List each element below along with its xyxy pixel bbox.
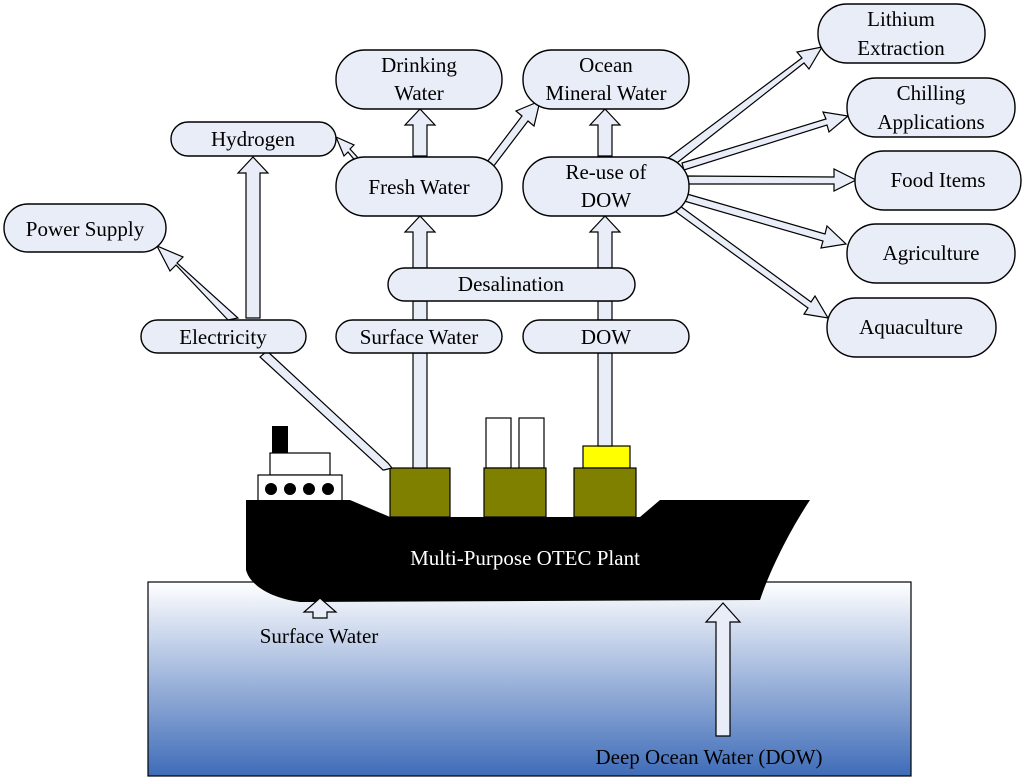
node-drinking-water: Drinking Water [335, 49, 503, 110]
reuse-to-aquaculture-arrow [675, 205, 830, 319]
ocean-mineral-label-2: Mineral Water [546, 81, 667, 105]
node-electricity: Electricity [140, 319, 307, 354]
drinking-water-label-1: Drinking [381, 53, 457, 77]
node-reuse-dow: Re-use of DOW [522, 156, 690, 217]
fresh-water-label: Fresh Water [368, 175, 469, 199]
hydrogen-label: Hydrogen [211, 127, 295, 151]
surface-water-label: Surface Water [360, 325, 479, 349]
chilling-label-2: Applications [877, 110, 984, 134]
surface-intake-arrow [302, 597, 338, 619]
electricity-to-hydrogen-arrow [236, 156, 270, 319]
desalination-label: Desalination [458, 272, 565, 296]
node-dow: DOW [522, 319, 690, 354]
dow-label: DOW [581, 325, 631, 349]
stack [485, 417, 512, 469]
porthole [284, 483, 296, 495]
ship-funnel [272, 426, 288, 453]
node-agriculture: Agriculture [846, 223, 1016, 284]
stack [518, 417, 545, 469]
aquaculture-label: Aquaculture [859, 315, 963, 339]
tank-right [573, 467, 637, 518]
agriculture-label: Agriculture [883, 241, 980, 265]
ship-bridge [269, 452, 331, 476]
node-desalination: Desalination [387, 267, 636, 302]
reuse-dow-label-2: DOW [581, 188, 631, 212]
dow-intake-label: Deep Ocean Water (DOW) [595, 745, 822, 769]
node-aquaculture: Aquaculture [826, 297, 997, 358]
food-items-label: Food Items [890, 168, 985, 192]
reuse-dow-label-1: Re-use of [565, 160, 646, 184]
electricity-to-power-arrow [155, 244, 240, 321]
tank-left [389, 467, 451, 518]
electricity-line-arrow [259, 350, 394, 471]
ocean [147, 581, 912, 777]
dow-intake-arrow [704, 602, 742, 737]
node-hydrogen: Hydrogen [170, 121, 337, 157]
node-food-items: Food Items [854, 150, 1022, 211]
node-lithium-extraction: Lithium Extraction [817, 3, 986, 64]
surface-water-up-arrow [412, 352, 428, 469]
reuse-to-food-arrow [687, 168, 858, 192]
porthole [322, 483, 334, 495]
node-ocean-mineral-water: Ocean Mineral Water [522, 49, 690, 110]
reuse-to-agriculture-arrow [683, 193, 848, 249]
fresh-to-mineral-arrow [486, 99, 541, 168]
tank-cap [582, 445, 631, 469]
node-fresh-water: Fresh Water [335, 156, 503, 217]
dow-up-arrow [597, 352, 613, 447]
reuse-to-mineral-arrow [588, 108, 622, 157]
ship-hull [246, 500, 810, 602]
power-supply-label: Power Supply [26, 217, 145, 241]
surface-to-desal-arrow [412, 300, 428, 321]
tank-middle [483, 467, 547, 518]
surface-water-intake-label: Surface Water [260, 624, 379, 648]
node-chilling-applications: Chilling Applications [846, 77, 1016, 138]
node-surface-water: Surface Water [335, 319, 503, 354]
dow-to-desal-arrow [597, 300, 613, 321]
node-power-supply: Power Supply [3, 203, 167, 253]
chilling-label-1: Chilling [897, 81, 966, 105]
porthole [303, 483, 315, 495]
reuse-to-lithium-arrow [666, 46, 824, 167]
plant-label: Multi-Purpose OTEC Plant [410, 546, 640, 570]
electricity-label: Electricity [179, 325, 267, 349]
desal-to-fresh-arrow [403, 215, 437, 269]
lithium-label-2: Extraction [857, 36, 945, 60]
fresh-to-drinking-arrow [403, 108, 437, 157]
lithium-label-1: Lithium [867, 7, 935, 31]
drinking-water-label-2: Water [394, 81, 444, 105]
desal-to-reuse-arrow [588, 215, 622, 269]
reuse-to-chilling-arrow [681, 111, 850, 171]
porthole [265, 483, 277, 495]
ocean-mineral-label-1: Ocean [579, 53, 633, 77]
